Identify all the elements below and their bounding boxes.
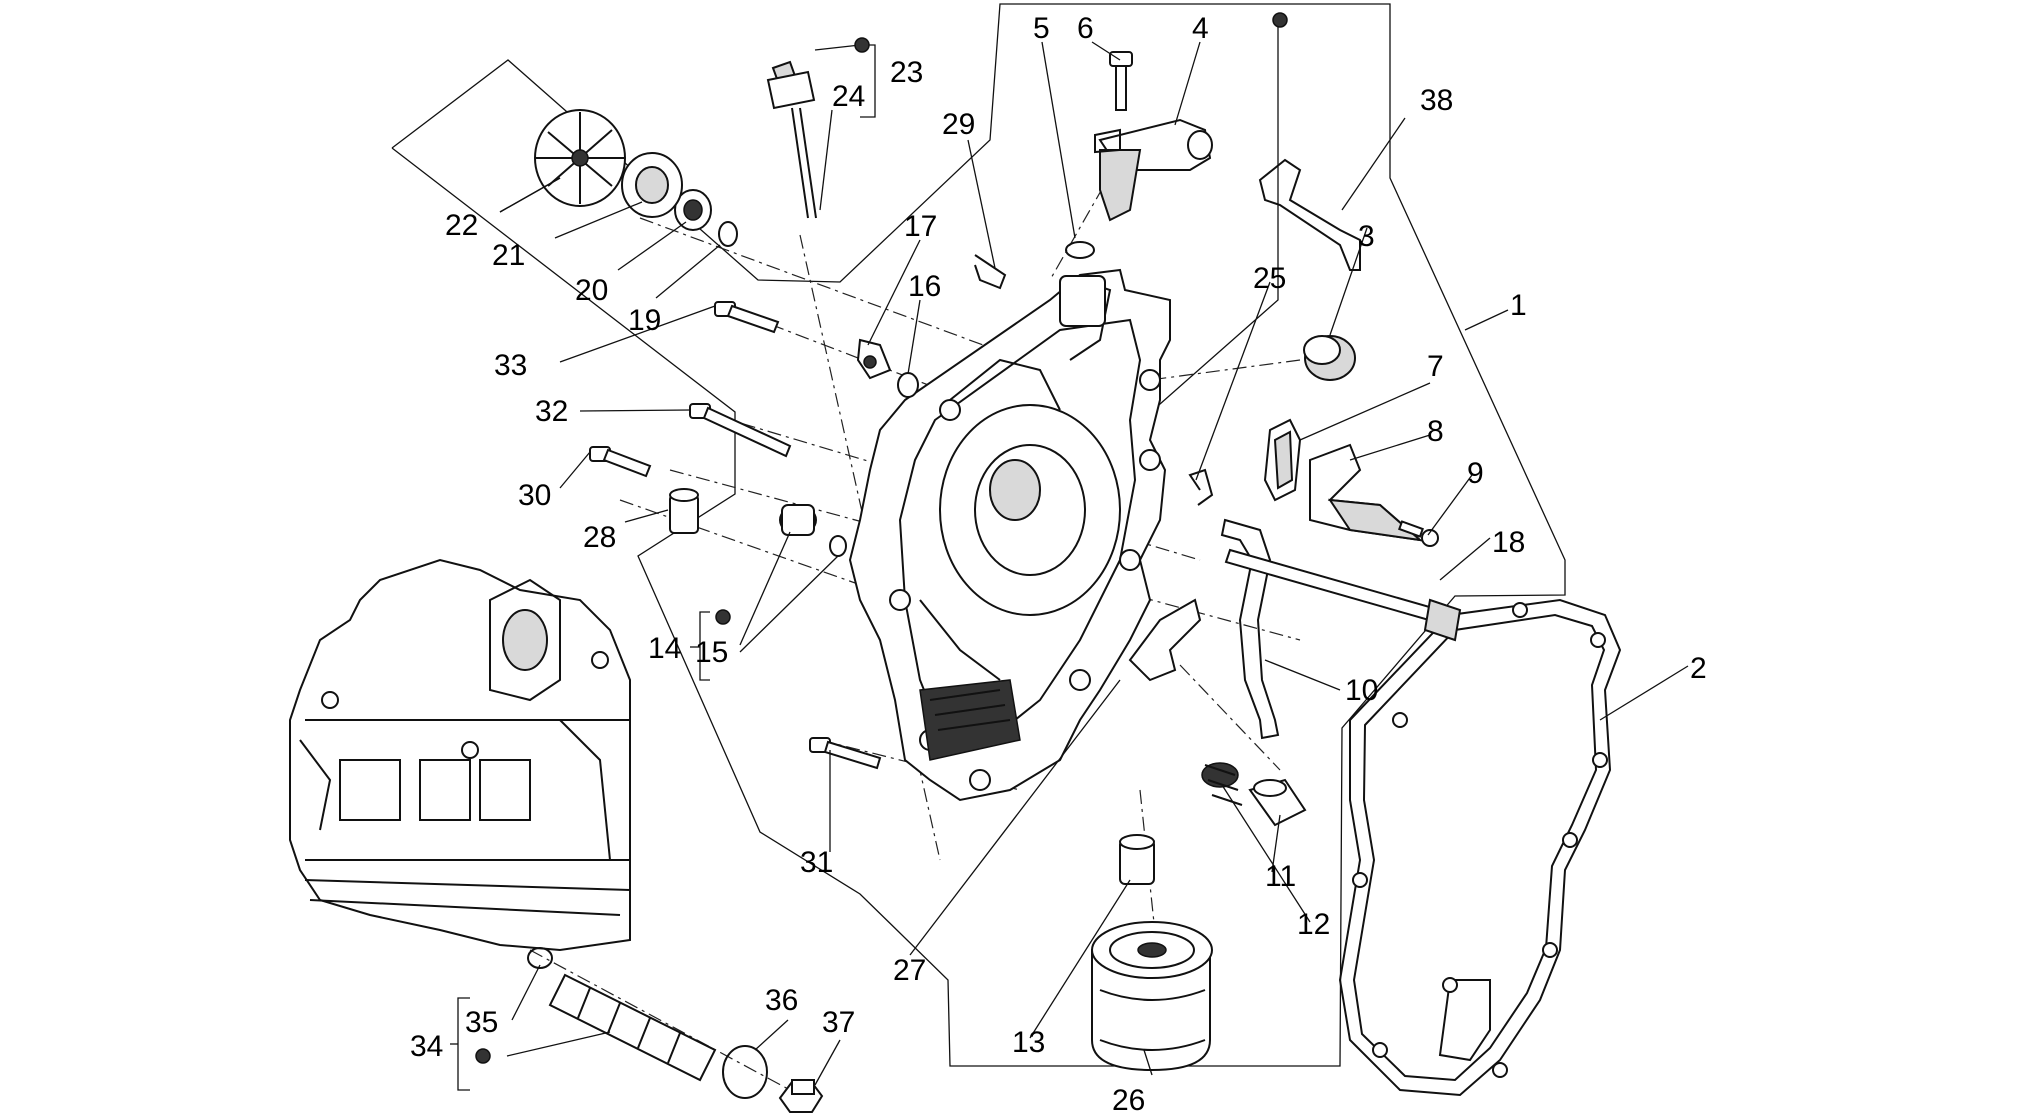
label-2: 2 (1690, 652, 1707, 685)
label-26: 26 (1112, 1084, 1145, 1117)
label-33: 33 (494, 349, 527, 382)
part-29-clip (974, 254, 1007, 290)
gasket (1338, 598, 1622, 1097)
part-19-washer (718, 221, 738, 247)
gasket-bolt-holes (1352, 602, 1608, 1078)
part-32-bolt (689, 403, 792, 458)
label-15: 15 (695, 636, 728, 669)
label-4: 4 (1192, 12, 1209, 45)
label-23: 23 (890, 56, 923, 89)
leader-lines (450, 41, 1689, 1091)
label-29: 29 (942, 108, 975, 141)
part-33-bolt (714, 301, 780, 334)
label-13: 13 (1012, 1026, 1045, 1059)
part-26-oil-filter (1091, 921, 1213, 1072)
part-3-plug (1303, 335, 1356, 381)
label-12: 12 (1297, 908, 1330, 941)
label-1: 1 (1510, 289, 1527, 322)
label-16: 16 (908, 270, 941, 303)
label-25: 25 (1253, 262, 1286, 295)
part-6-screw (1109, 51, 1133, 111)
label-17: 17 (904, 210, 937, 243)
label-10: 10 (1345, 674, 1378, 707)
part-15-washer (829, 535, 847, 557)
label-24: 24 (832, 80, 865, 113)
part-28-clamp (669, 488, 699, 534)
part-20-bearing (674, 189, 712, 231)
part-25-clip (1188, 468, 1214, 506)
label-31: 31 (800, 846, 833, 879)
label-9: 9 (1467, 457, 1484, 490)
set-markers (475, 12, 1288, 1064)
label-14: 14 (648, 632, 681, 665)
label-34: 34 (410, 1030, 443, 1063)
part-12-spring (1201, 762, 1243, 806)
part-35-oring (527, 947, 553, 969)
part-7-seal (1263, 418, 1302, 502)
label-7: 7 (1427, 350, 1444, 383)
label-22: 22 (445, 209, 478, 242)
part-34-strainer (548, 973, 717, 1082)
label-11: 11 (1265, 860, 1296, 893)
label-5: 5 (1033, 12, 1050, 45)
label-35: 35 (465, 1006, 498, 1039)
group-boundary-upper (391, 3, 1566, 1067)
crankcase-cover (848, 268, 1171, 802)
part-24-dipstick (766, 60, 817, 219)
part-38-bracket (1258, 158, 1361, 271)
part-27-half-ring (1128, 598, 1202, 682)
label-18: 18 (1492, 526, 1525, 559)
oil-pump-gear (919, 679, 1021, 761)
part-16-washer (897, 372, 919, 398)
label-6: 6 (1077, 12, 1094, 45)
part-14-plug (779, 504, 817, 536)
part-36-oring (722, 1045, 768, 1099)
part-10-pipe (1220, 518, 1280, 740)
label-19: 19 (628, 304, 661, 337)
label-21: 21 (492, 239, 525, 272)
label-38: 38 (1420, 84, 1453, 117)
label-32: 32 (535, 395, 568, 428)
part-8-bracket (1309, 443, 1424, 542)
label-37: 37 (822, 1006, 855, 1039)
part-37-drain-plug (778, 1078, 824, 1113)
label-27: 27 (893, 954, 926, 987)
label-8: 8 (1427, 415, 1444, 448)
part-4-sensor (1094, 118, 1213, 222)
part-18-shaft (1224, 548, 1462, 642)
engine-block (289, 558, 631, 952)
part-21-seal (621, 152, 683, 218)
label-28: 28 (583, 521, 616, 554)
part-13-bushing (1119, 834, 1155, 885)
part-5-oring (1065, 241, 1095, 259)
part-9-screw (1398, 520, 1439, 547)
part-31-bolt (809, 737, 882, 770)
part-17-sensor (856, 338, 892, 380)
part-11-sleeve (1248, 778, 1307, 827)
part-30-bolt (589, 446, 652, 478)
label-30: 30 (518, 479, 551, 512)
label-36: 36 (765, 984, 798, 1017)
label-20: 20 (575, 274, 608, 307)
part-labels: 1 2 3 4 5 6 7 8 9 10 11 12 13 14 15 16 1… (410, 12, 1707, 1117)
label-3: 3 (1358, 220, 1375, 253)
part-22-cover (534, 109, 626, 207)
